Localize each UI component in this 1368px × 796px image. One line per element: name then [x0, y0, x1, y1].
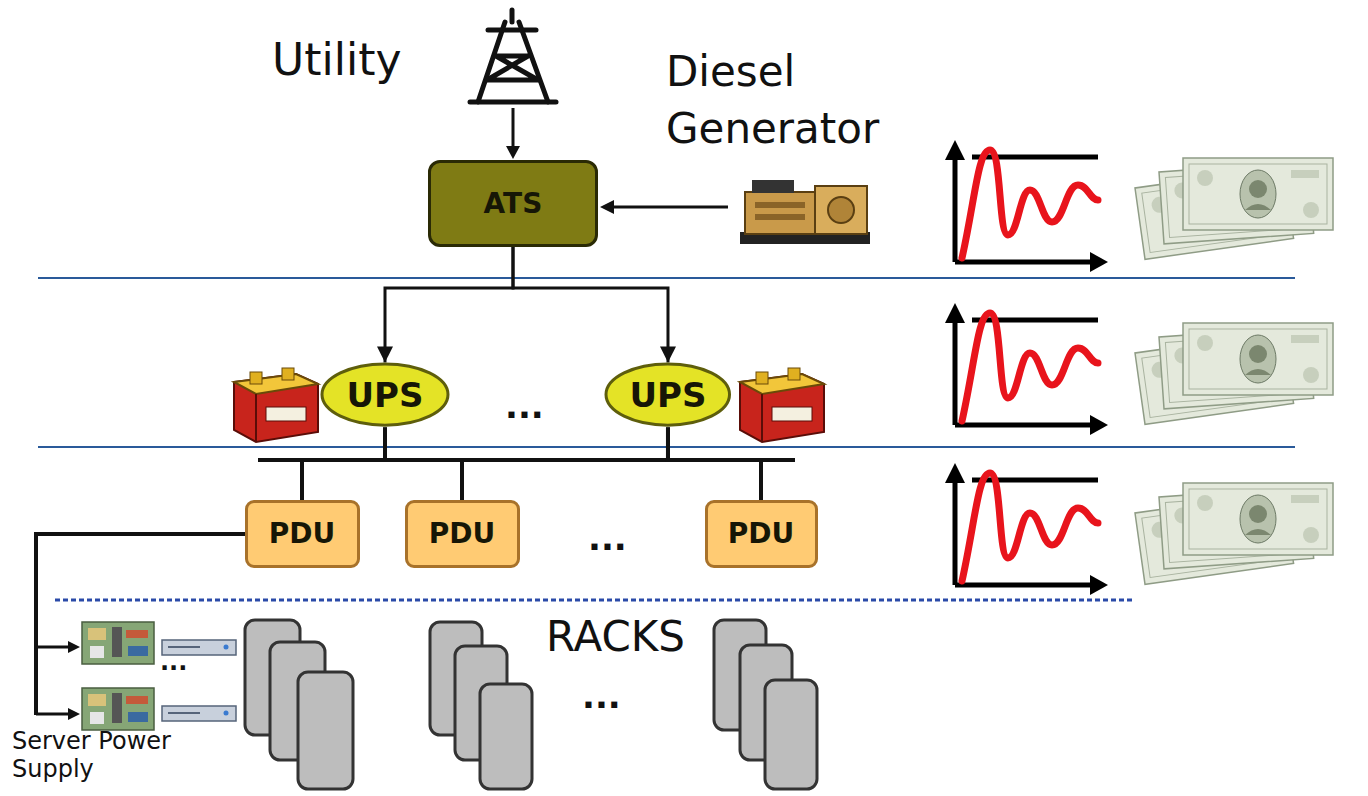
server-picture: [82, 622, 236, 664]
power-connector: [385, 247, 513, 362]
node-text: UPS: [629, 375, 706, 416]
source-label: Utility: [272, 34, 401, 87]
utility-tower: [470, 10, 556, 102]
level-separator: [55, 599, 1135, 602]
feed-arrow: [506, 108, 520, 159]
power-connector: [668, 428, 761, 500]
node-text: PDU: [429, 517, 496, 551]
ups-ellipse: UPS: [604, 362, 732, 427]
pdu-box: PDU: [705, 500, 818, 568]
ups-ellipse: UPS: [320, 362, 450, 427]
pdu-box: PDU: [245, 500, 360, 568]
pdu-box: PDU: [405, 500, 520, 568]
ellipsis: ...: [582, 676, 621, 717]
generator-picture: [740, 180, 870, 244]
power-connector: [385, 428, 761, 500]
power-connector: [462, 428, 668, 500]
money-picture: [1135, 483, 1333, 584]
ellipsis: ...: [588, 518, 627, 559]
power-chart: [945, 303, 1108, 435]
rack-group: [245, 620, 353, 789]
server-picture: [82, 688, 236, 730]
rack-group: [430, 622, 532, 789]
battery-icon: [234, 368, 318, 442]
node-text: PDU: [269, 517, 336, 551]
rack-group: [714, 620, 817, 789]
power-connector: [385, 428, 462, 500]
level-separator: [38, 277, 1295, 279]
ellipsis: ...: [160, 648, 187, 677]
power-connector: [513, 247, 668, 362]
power-chart: [945, 463, 1108, 595]
node-text: ATS: [484, 187, 543, 221]
power-connector: [302, 428, 385, 500]
node-text: PDU: [728, 517, 795, 551]
group-label: RACKS: [546, 612, 685, 662]
source-label: Diesel Generator: [666, 44, 956, 157]
switch-box: ATS: [428, 160, 598, 247]
money-picture: [1135, 158, 1333, 259]
power-connector: [302, 428, 668, 500]
node-text: UPS: [346, 375, 423, 416]
power-chart: [945, 140, 1108, 272]
money-picture: [1135, 323, 1333, 424]
caption-label: Server Power Supply: [12, 728, 212, 783]
ellipsis: ...: [505, 386, 544, 427]
battery-icon: [740, 368, 824, 442]
feed-arrow: [600, 200, 728, 214]
